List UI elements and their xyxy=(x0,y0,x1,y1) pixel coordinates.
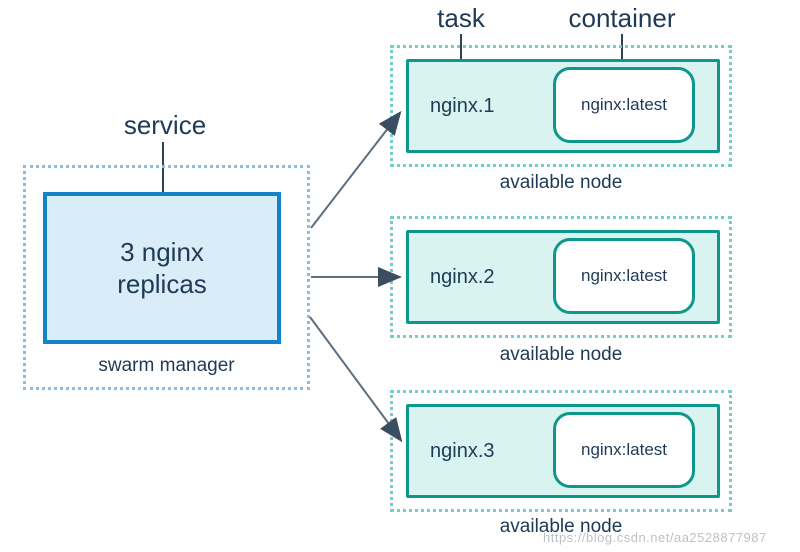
task-name-2: nginx.2 xyxy=(430,265,495,288)
service-leader-line xyxy=(162,142,164,230)
node-caption-3: available node xyxy=(499,516,623,537)
service-label: service xyxy=(123,110,207,140)
task-name-1: nginx.1 xyxy=(430,94,495,117)
container-box-1: nginx:latest xyxy=(553,67,695,143)
task-label: task xyxy=(437,3,485,33)
service-box: 3 nginx replicas xyxy=(43,192,281,344)
available-node-3: nginx.3 nginx:latest xyxy=(390,390,732,512)
container-box-2: nginx:latest xyxy=(553,238,695,314)
available-node-2: nginx.2 nginx:latest xyxy=(390,216,732,338)
node-caption-2: available node xyxy=(499,344,623,365)
task-box-2: nginx.2 nginx:latest xyxy=(406,230,720,324)
swarm-manager-caption: swarm manager xyxy=(98,355,235,376)
watermark-text: https://blog.csdn.net/aa2528877987 xyxy=(543,530,767,545)
arrow-service-to-node1 xyxy=(310,110,402,229)
container-label: container xyxy=(568,3,676,33)
task-name-3: nginx.3 xyxy=(430,439,495,462)
available-node-1: nginx.1 nginx:latest xyxy=(390,45,732,167)
service-replicas-text: 3 nginx replicas xyxy=(117,236,207,300)
container-box-3: nginx:latest xyxy=(553,412,695,488)
task-leader-line xyxy=(460,34,462,82)
swarm-manager-dotted-box xyxy=(23,165,310,390)
task-box-3: nginx.3 nginx:latest xyxy=(406,404,720,498)
arrow-service-to-node3 xyxy=(309,316,403,443)
node-caption-1: available node xyxy=(499,172,623,193)
task-box-1: nginx.1 nginx:latest xyxy=(406,59,720,153)
